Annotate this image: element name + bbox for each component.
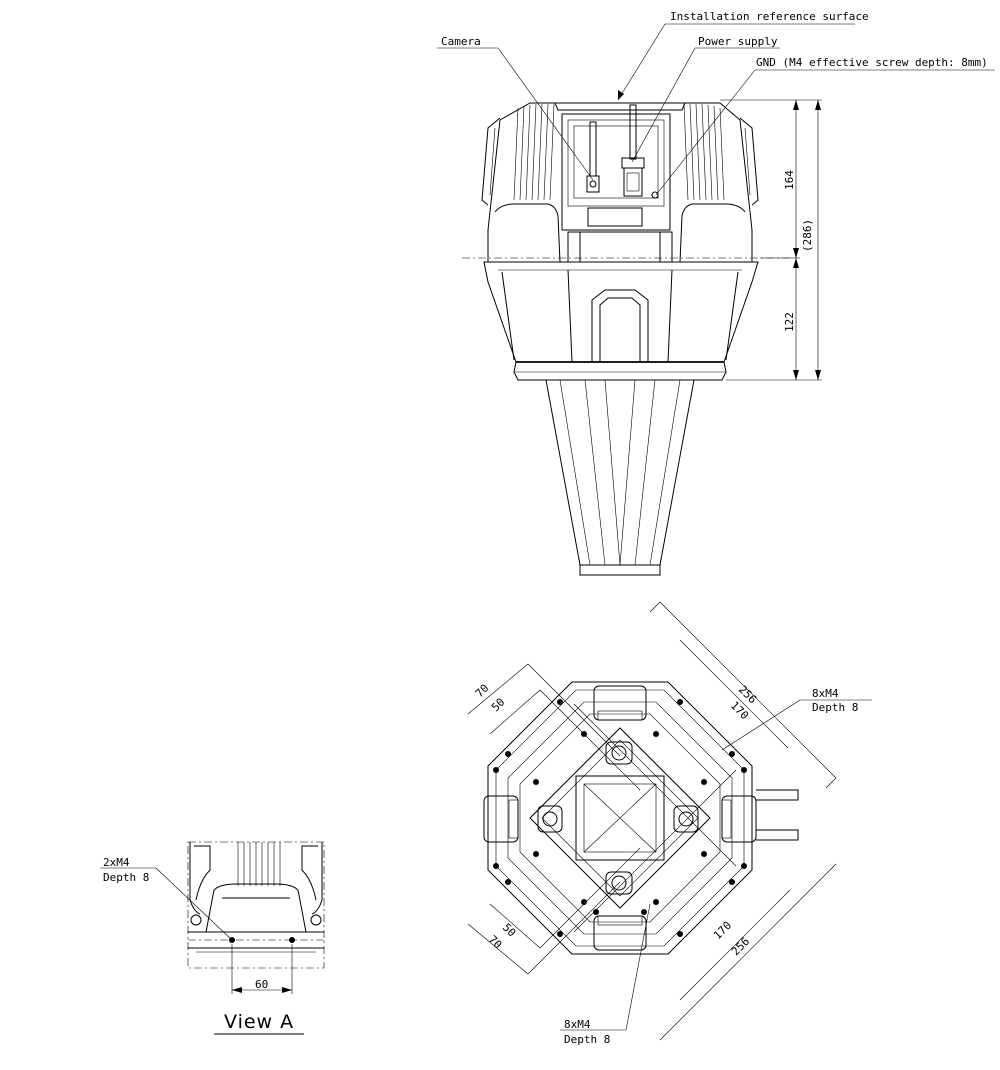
callout-installation-reference-surface: Installation reference surface [670, 10, 869, 23]
callout-holes-top-right-qty: 8xM4 [812, 687, 839, 700]
bottom-callouts: 8xM4 Depth 8 8xM4 Depth 8 [560, 687, 872, 1046]
callout-view-a-holes-qty: 2xM4 [103, 856, 130, 869]
dim-front-lower: 122 [783, 312, 796, 332]
callout-gnd: GND (M4 effective screw depth: 8mm) [756, 56, 988, 69]
front-callouts: Installation reference surface Camera Po… [437, 10, 995, 196]
dim-bottom-outer-bottom: 256 [729, 935, 752, 958]
callout-holes-top-right-depth: Depth 8 [812, 701, 858, 714]
dim-bottom-left-inner-top: 50 [489, 696, 508, 715]
right-fins [683, 103, 725, 201]
dim-bottom-inner-bottom: 170 [711, 919, 734, 942]
callout-view-a-holes-depth: Depth 8 [103, 871, 149, 884]
dim-bottom-left-inner-bottom: 50 [500, 921, 519, 940]
dim-bottom-left-outer-bottom: 70 [486, 933, 505, 952]
front-dimensions: 164 (286) 122 [720, 99, 822, 381]
front-view: 164 (286) 122 Installation reference sur… [437, 10, 995, 576]
callout-power-supply: Power supply [698, 35, 778, 48]
view-a: 60 2xM4 Depth 8 View A [100, 841, 325, 1035]
view-a-title: View A [224, 1011, 294, 1033]
bottom-holes [493, 699, 747, 937]
left-fins [513, 103, 555, 201]
callout-holes-bottom-qty: 8xM4 [564, 1018, 591, 1031]
callout-camera: Camera [441, 35, 481, 48]
dim-front-upper: 164 [783, 170, 796, 190]
callout-holes-bottom-depth: Depth 8 [564, 1033, 610, 1046]
dim-bottom-left-outer-top: 70 [473, 682, 492, 701]
bottom-dimensions: 256 170 70 50 50 70 170 256 [467, 601, 837, 1041]
lens-cone [545, 379, 695, 576]
bottom-view: 256 170 70 50 50 70 170 256 8xM4 Depth 8… [467, 601, 872, 1046]
dim-view-a-spacing: 60 [255, 978, 268, 991]
dim-front-total: (286) [801, 219, 814, 252]
view-a-fins [237, 842, 281, 886]
